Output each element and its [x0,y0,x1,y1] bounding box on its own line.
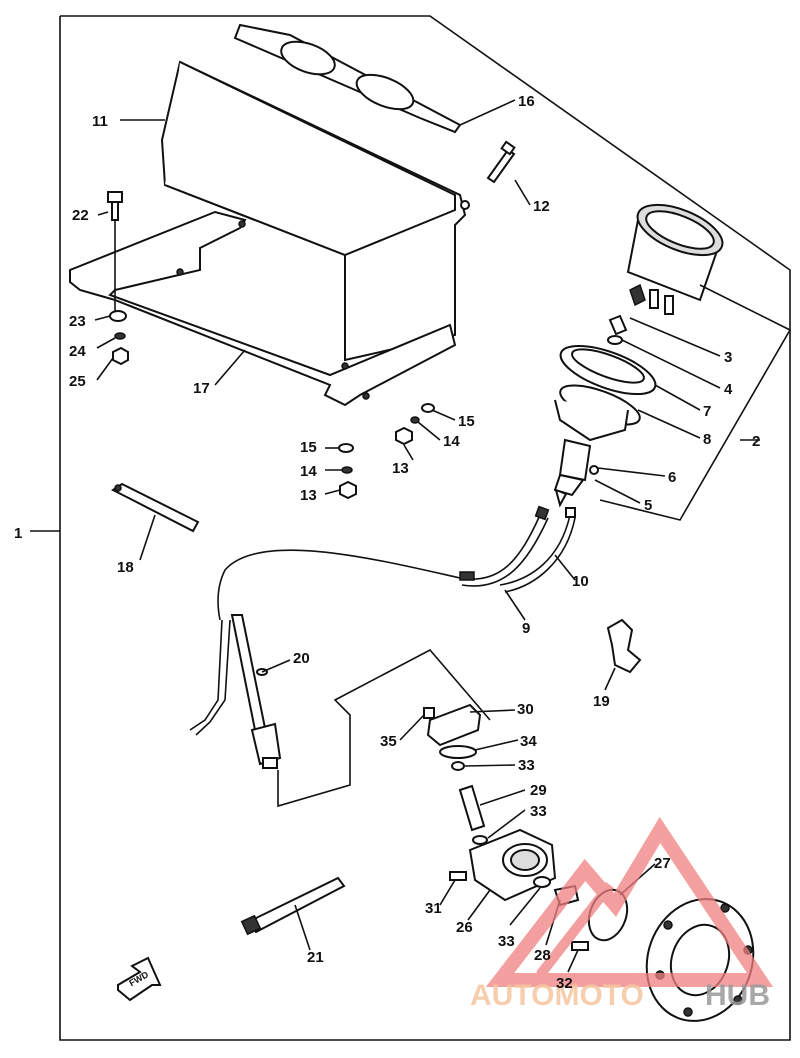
callout-labels: 1 2 3 4 5 6 7 8 9 10 11 12 13 13 14 14 1… [14,93,760,992]
callout-2: 2 [752,433,760,450]
callout-32: 32 [556,975,573,992]
callout-1: 1 [14,525,22,542]
speedometer-gauge [626,203,724,315]
callout-5: 5 [644,497,652,514]
cable-20 [230,614,282,769]
callout-25: 25 [69,373,86,390]
callout-10: 10 [572,573,589,590]
watermark-suffix: HUB [705,979,770,1012]
callout-12: 12 [533,198,550,215]
callout-21: 21 [307,949,324,966]
meter-cables [189,505,576,736]
callout-23: 23 [69,313,86,330]
watermark-prefix: AUTOMOTO [470,979,644,1012]
callout-33-bottom: 33 [498,933,515,950]
leader-path [277,648,491,808]
callout-11: 11 [92,113,108,130]
gasket-plate [233,23,462,134]
callout-26: 26 [456,919,473,936]
callout-16: 16 [518,93,535,110]
meter-cover [160,60,470,362]
callout-13-right: 13 [392,460,409,477]
bulb-socket [607,314,628,345]
callout-18: 18 [117,559,134,576]
callout-7: 7 [703,403,711,420]
callout-31: 31 [425,900,442,917]
callout-34: 34 [520,733,537,750]
meter-case [553,344,657,508]
watermark-text: AUTOMOTO HUB [470,979,770,1012]
assembly-frame [30,15,791,1041]
callout-17: 17 [193,380,210,397]
callout-4: 4 [724,381,733,398]
callout-6: 6 [668,469,676,486]
left-fastener-stack [107,191,129,366]
callout-22: 22 [72,207,89,224]
callout-33-middle: 33 [530,803,547,820]
bolt-12 [486,140,516,184]
callout-13-left: 13 [300,487,317,504]
callout-20: 20 [293,650,310,667]
callout-35: 35 [380,733,397,750]
callout-29: 29 [530,782,547,799]
callout-15-right: 15 [458,413,475,430]
callout-19: 19 [593,693,610,710]
callout-3: 3 [724,349,732,366]
callout-24: 24 [69,343,86,360]
callout-14-left: 14 [300,463,317,480]
leader-lines [94,99,792,973]
clip-18 [111,482,200,533]
watermark-logo [485,816,774,987]
fwd-arrow: FWD [117,956,162,1002]
center-fastener-stack [338,403,435,500]
speedometer-gear-unit [423,703,589,951]
callout-15-left: 15 [300,439,317,456]
callout-28: 28 [534,947,551,964]
callout-33-top: 33 [518,757,535,774]
callout-27: 27 [654,855,671,872]
cable-band-21 [240,876,346,936]
callout-9: 9 [522,620,530,637]
callout-8: 8 [703,431,711,448]
callout-30: 30 [517,701,534,718]
clip-19 [606,618,642,674]
callout-14-right: 14 [443,433,460,450]
